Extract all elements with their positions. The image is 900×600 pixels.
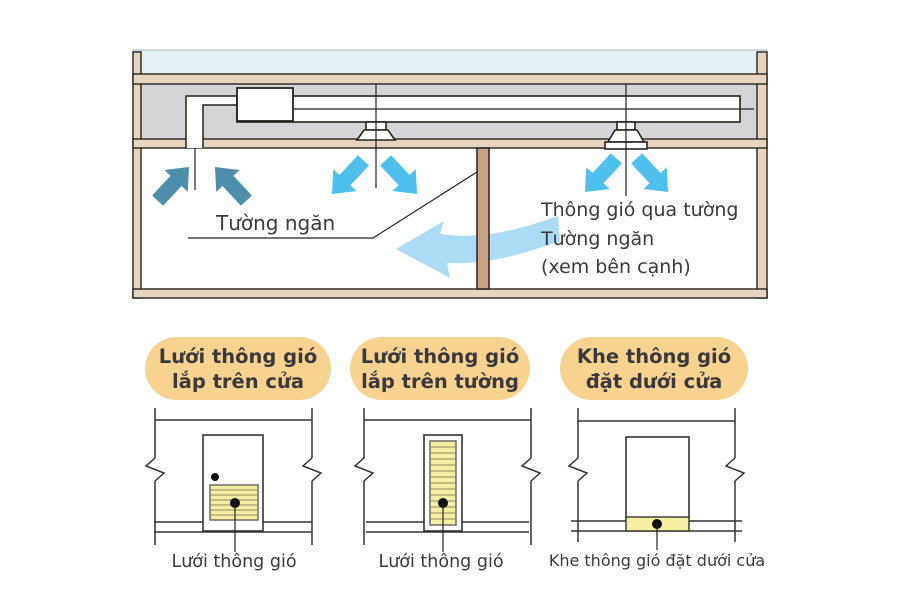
upper-slab-strip: [132, 73, 768, 85]
return-elbow-duct: [185, 95, 237, 148]
panel2-drawing: [353, 408, 542, 552]
note-line-1: Thông gió qua tường: [540, 199, 738, 221]
through-wall-note: Thông gió qua tường Tường ngăn (xem bên …: [540, 199, 738, 278]
panel3-badge-line1: Khe thông gió: [577, 345, 731, 368]
panel3-badge: [560, 337, 748, 400]
panel2-caption: Lưới thông gió: [378, 552, 503, 572]
right-wall-strip: [756, 51, 768, 299]
panel-slot-under-door: Khe thông gió đặt dưới cửa Khe thông gió…: [549, 337, 765, 570]
ceiling-strip: [132, 138, 768, 149]
door: [625, 436, 690, 519]
panel2-badge-line1: Lưới thông gió: [361, 345, 519, 368]
panel1-badge-line2: lắp trên cửa: [172, 370, 304, 393]
grille-louvers: [430, 446, 456, 520]
panel1-badge: [145, 337, 331, 400]
panel3-drawing: [567, 408, 746, 550]
panel2-badge: [350, 337, 530, 400]
panel3-badge-line2: đặt dưới cửa: [586, 370, 723, 393]
panel-grille-on-wall: Lưới thông gió lắp trên tường Lưới thông: [350, 337, 542, 572]
ceiling-duct-section: Tường ngăn Thông gió qua tường Tường ngă…: [132, 49, 768, 299]
left-wall-strip: [132, 51, 142, 299]
panel2-badge-line2: lắp trên tường: [361, 370, 519, 393]
window-band: [132, 49, 768, 75]
partition-leader-line: [188, 171, 478, 239]
floor-strip: [132, 288, 768, 299]
note-line-2: Tường ngăn: [540, 228, 654, 250]
door-knob-dot: [211, 473, 219, 481]
panel1-badge-line1: Lưới thông gió: [159, 345, 317, 368]
panel1-caption: Lưới thông gió: [171, 552, 296, 572]
partition-wall: [476, 147, 490, 290]
note-line-3: (xem bên cạnh): [541, 256, 691, 278]
fan-unit-box: [236, 87, 294, 122]
panel3-caption: Khe thông gió đặt dưới cửa: [549, 551, 765, 570]
partition-wall-label: Tường ngăn: [215, 211, 335, 235]
panel-grille-on-door: Lưới thông gió lắp trên cửa Lưới thông g…: [144, 337, 331, 572]
panel1-drawing: [144, 408, 323, 552]
